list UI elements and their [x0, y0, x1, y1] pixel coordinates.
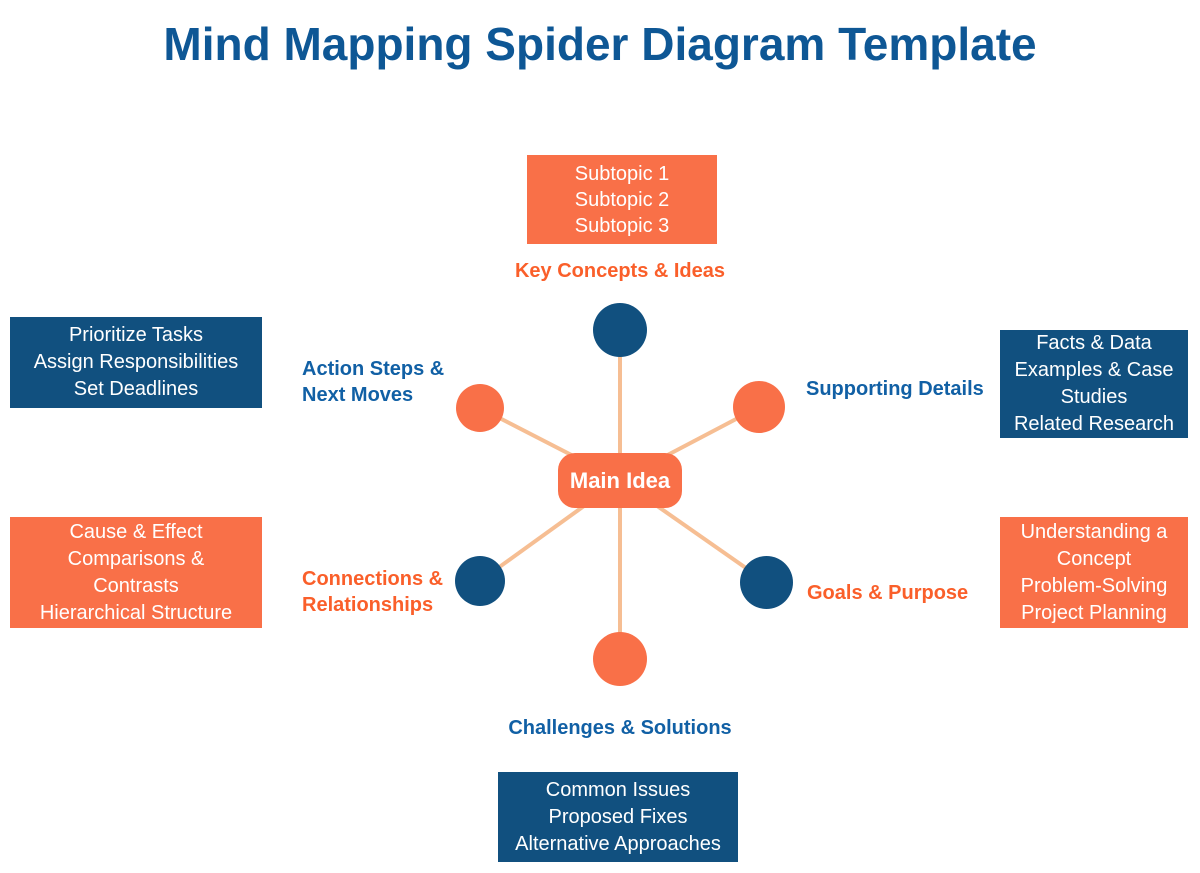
box-line: Facts & Data: [1036, 332, 1152, 354]
branch-node-action-steps: [456, 384, 504, 432]
branch-node-supporting-details: [733, 381, 785, 433]
box-line: Subtopic 3: [574, 214, 670, 237]
box-line: Alternative Approaches: [515, 832, 721, 855]
branch-label-connections: Connections & Relationships: [302, 568, 444, 616]
box-line: Related Research: [1013, 413, 1175, 435]
subtopics-box-key-concepts: Subtopic 1 Subtopic 2 Subtopic 3: [527, 155, 717, 244]
box-line: Comparisons &: [67, 547, 205, 570]
box-line: Examples & Case: [1014, 359, 1174, 381]
box-line: Project Planning: [1021, 601, 1167, 624]
branch-label-challenges: Challenges & Solutions: [508, 717, 732, 739]
branch-node-challenges: [593, 632, 647, 686]
box-line: Set Deadlines: [73, 378, 199, 400]
branch-label-goals: Goals & Purpose: [807, 582, 969, 604]
box-line: Studies: [1060, 386, 1128, 408]
box-line: Cause & Effect: [69, 520, 203, 543]
page-title: Mind Mapping Spider Diagram Template: [163, 18, 1037, 70]
subtopics-box-action-steps: Prioritize Tasks Assign Responsibilities…: [10, 317, 262, 408]
branch-label-supporting-details: Supporting Details: [806, 378, 984, 400]
subtopics-box-goals: Understanding a Concept Problem-Solving …: [1000, 517, 1188, 628]
box-line: Assign Responsibilities: [33, 351, 239, 373]
main-idea-node: Main Idea: [558, 453, 682, 508]
branch-label-key-concepts: Key Concepts & Ideas: [514, 260, 726, 282]
branch-node-key-concepts: [593, 303, 647, 357]
subtopics-box-challenges: Common Issues Proposed Fixes Alternative…: [498, 772, 738, 862]
box-line: Prioritize Tasks: [68, 324, 204, 346]
branch-node-goals: [740, 556, 793, 609]
box-line: Concept: [1056, 547, 1132, 570]
subtopics-box-connections: Cause & Effect Comparisons & Contrasts H…: [10, 517, 262, 628]
box-line: Subtopic 1: [574, 162, 670, 185]
box-line: Problem-Solving: [1020, 574, 1168, 597]
box-line: Contrasts: [93, 574, 179, 597]
box-line: Hierarchical Structure: [39, 601, 233, 624]
branch-node-connections: [455, 556, 505, 606]
box-line: Subtopic 2: [574, 188, 670, 211]
branch-label-action-steps: Action Steps & Next Moves: [302, 358, 445, 406]
subtopics-box-supporting-details: Facts & Data Examples & Case Studies Rel…: [1000, 330, 1188, 438]
box-line: Common Issues: [545, 778, 691, 801]
box-line: Proposed Fixes: [548, 805, 688, 828]
box-line: Understanding a: [1020, 520, 1168, 543]
